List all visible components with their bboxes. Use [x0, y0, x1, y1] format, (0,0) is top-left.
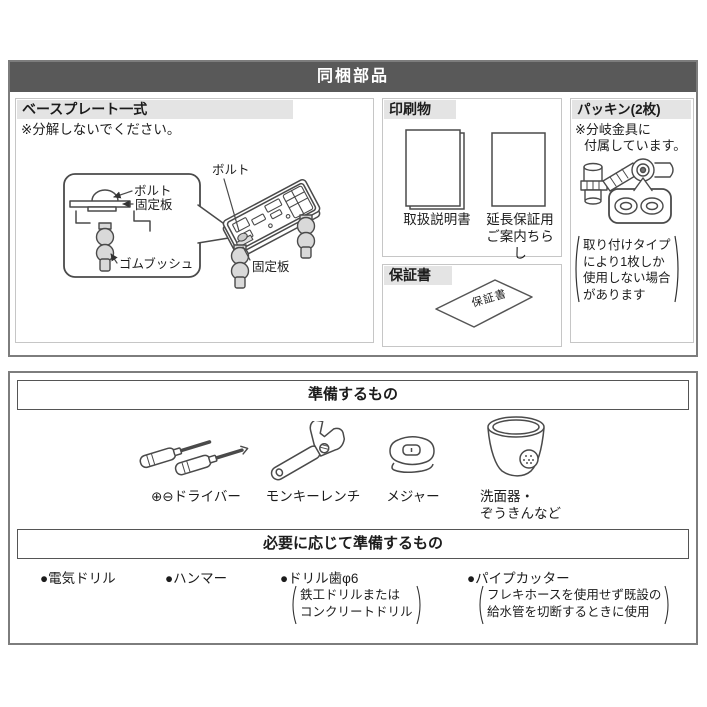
- packing-caution-line: 取り付けタイプ: [583, 238, 671, 252]
- callout-bolt-label: ボルト: [134, 184, 172, 198]
- right-paren: [415, 585, 421, 625]
- base-plate-box: ベースプレート一式 ※分解しないでください。: [15, 98, 374, 343]
- tool-label-washbowl-line1: 洗面器・: [480, 489, 534, 504]
- pipe-cutter-note-line2: 給水管を切断するときに使用: [487, 605, 650, 619]
- main-plate-label: 固定板: [252, 259, 290, 274]
- flyer-caption-line2: ご案内ちらし: [486, 229, 554, 261]
- optional-item-pipe-cutter: ●パイプカッター: [467, 571, 570, 586]
- packing-caution: 取り付けタイプ により1枚しか 使用しない場合 があります: [573, 235, 692, 303]
- optional-item-drill-bit: ●ドリル歯φ6: [280, 571, 359, 586]
- drill-bit-note-line2: コンクリートドリル: [300, 605, 413, 619]
- base-plate-illustration: ボルト 固定板 ゴムブッシュ ボルト 固定板: [63, 163, 321, 289]
- packing-box: パッキン(2枚) ※分岐金具に 付属しています。: [570, 98, 694, 343]
- packing-label: パッキン(2枚): [572, 100, 691, 119]
- drill-bit-note: 鉄工ドリルまたは コンクリートドリル: [290, 585, 423, 625]
- pipe-cutter-note-line1: フレキホースを使用せず既設の: [487, 588, 662, 602]
- main-bolt-label: ボルト: [212, 163, 250, 177]
- printed-matter-label: 印刷物: [384, 100, 456, 119]
- tool-label-washbowl: 洗面器・ ぞうきんなど: [480, 488, 561, 522]
- left-paren: [292, 585, 297, 625]
- tool-label-wrench: モンキーレンチ: [265, 489, 361, 504]
- printed-matter-box: 印刷物 取扱説明書 延長保証用 ご案内ちらし: [382, 98, 562, 261]
- optional-title: 必要に応じて準備するもの: [17, 529, 689, 559]
- tool-label-washbowl-line2: ぞうきんなど: [480, 506, 561, 521]
- warranty-box: 保証書 保証書: [382, 264, 562, 347]
- packing-caution-line: により1枚しか: [583, 254, 665, 269]
- manual-caption: 取扱説明書: [403, 212, 471, 227]
- right-paren: [664, 585, 669, 625]
- tool-label-screwdriver: ⊕⊖ドライバー: [151, 489, 241, 504]
- washbowl-icon: [487, 416, 545, 477]
- packing-note-line2: 付属しています。: [584, 138, 687, 153]
- flyer-caption-line1: 延長保証用: [486, 212, 554, 227]
- packing-caution-line: 使用しない場合: [583, 271, 671, 285]
- optional-item-hammer: ●ハンマー: [165, 571, 228, 586]
- base-plate-label: ベースプレート一式: [17, 100, 293, 119]
- callout-plate-label: 固定板: [135, 197, 173, 212]
- warranty-card-icon: 保証書: [435, 279, 533, 328]
- screwdrivers-icon: [139, 440, 249, 476]
- branch-fitting-illustration: [580, 158, 674, 224]
- pipe-cutter-note: フレキホースを使用せず既設の 給水管を切断するときに使用: [477, 585, 671, 625]
- optional-item-electric-drill: ●電気ドリル: [40, 571, 116, 586]
- right-paren: [673, 235, 679, 303]
- preparation-section: 準備するもの ⊕⊖ドライバー: [8, 371, 698, 645]
- base-plate-note: ※分解しないでください。: [21, 122, 181, 137]
- monkey-wrench-icon: [270, 421, 346, 481]
- tape-measure-icon: [389, 436, 435, 474]
- warranty-label: 保証書: [384, 266, 452, 285]
- drill-bit-note-line1: 鉄工ドリルまたは: [300, 588, 401, 602]
- prepare-title: 準備するもの: [17, 380, 689, 410]
- flyer-document-icon: [491, 132, 546, 207]
- callout-bush-label: ゴムブッシュ: [119, 256, 193, 271]
- manual-document-icon: [405, 129, 465, 210]
- left-paren: [479, 585, 484, 625]
- included-parts-section: 同梱部品 ベースプレート一式 ※分解しないでください。: [8, 60, 698, 357]
- tool-label-measure: メジャー: [386, 489, 440, 504]
- left-paren: [575, 235, 580, 303]
- included-parts-title: 同梱部品: [10, 62, 696, 92]
- packing-caution-line: があります: [583, 287, 646, 302]
- packing-note-line1: ※分岐金具に: [575, 122, 651, 137]
- flyer-caption: 延長保証用 ご案内ちらし: [481, 211, 559, 262]
